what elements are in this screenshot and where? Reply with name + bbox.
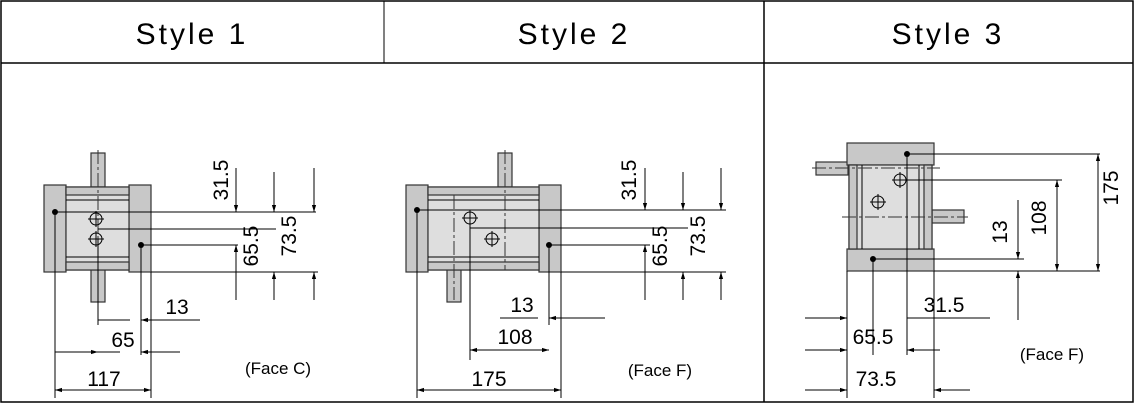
s3-dim-73-5: 73.5 bbox=[856, 368, 897, 391]
header-style-1: Style 1 bbox=[136, 18, 249, 51]
s3-face-label: (Face F) bbox=[1020, 345, 1084, 364]
s2-dim-175: 175 bbox=[471, 368, 506, 391]
s2-dim-65-5: 65.5 bbox=[649, 226, 672, 267]
style-2-drawing bbox=[405, 150, 726, 398]
s2-face-label: (Face F) bbox=[628, 361, 692, 380]
s2-dim-31-5: 31.5 bbox=[618, 160, 641, 201]
s1-dim-117: 117 bbox=[87, 368, 120, 391]
header-style-2: Style 2 bbox=[518, 18, 631, 51]
style-3-drawing bbox=[805, 142, 1101, 398]
s2-dim-73-5: 73.5 bbox=[687, 216, 710, 257]
s2-dim-13: 13 bbox=[510, 294, 533, 317]
header-style-3: Style 3 bbox=[892, 18, 1005, 51]
s1-dim-65-5: 65.5 bbox=[240, 226, 263, 267]
style-1-drawing bbox=[43, 150, 318, 398]
s1-face-label: (Face C) bbox=[245, 359, 311, 378]
s3-dim-13: 13 bbox=[989, 220, 1012, 243]
s3-dim-65-5: 65.5 bbox=[853, 326, 894, 349]
s3-dim-108: 108 bbox=[1028, 200, 1051, 235]
s3-dim-31-5: 31.5 bbox=[924, 294, 965, 317]
s1-dim-65: 65 bbox=[111, 329, 134, 352]
s2-dim-108: 108 bbox=[497, 326, 532, 349]
s1-dim-31-5: 31.5 bbox=[210, 160, 233, 201]
s1-dim-13: 13 bbox=[165, 296, 188, 319]
s1-dim-73-5: 73.5 bbox=[278, 216, 301, 257]
s3-dim-175: 175 bbox=[1100, 170, 1123, 205]
